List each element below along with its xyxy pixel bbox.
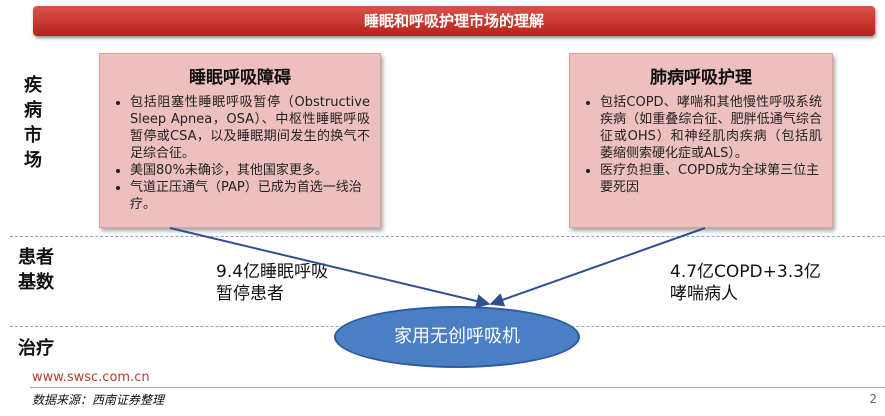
page-number: 2 xyxy=(869,392,877,406)
row-label-patient-base: 患者基数 xyxy=(18,247,54,293)
treatment-label: 家用无创呼吸机 xyxy=(394,326,520,347)
page-title: 睡眠和呼吸护理市场的理解 xyxy=(363,12,544,30)
footer-divider xyxy=(30,387,885,388)
patients-left: 9.4亿睡眠呼吸暂停患者 xyxy=(216,262,329,304)
patients-right: 4.7亿COPD+3.3亿哮喘病人 xyxy=(670,262,821,304)
row-divider-1 xyxy=(10,236,885,237)
arrow-left xyxy=(169,227,491,308)
lung-care-bullet: 包括COPD、哮喘和其他慢性呼吸系统疾病（如重叠综合征、肥胖低通气综合征或OHS… xyxy=(600,94,822,162)
lung-care-box: 肺病呼吸护理 包括COPD、哮喘和其他慢性呼吸系统疾病（如重叠综合征、肥胖低通气… xyxy=(569,53,833,228)
sleep-disorder-bullet: 美国80%未确诊，其他国家更多。 xyxy=(130,162,370,179)
sleep-disorder-title: 睡眠呼吸障碍 xyxy=(189,68,291,88)
page-title-banner: 睡眠和呼吸护理市场的理解 xyxy=(33,6,875,36)
row-label-treatment: 治疗 xyxy=(18,338,54,359)
sleep-disorder-list: 包括阻塞性睡眠呼吸暂停（Obstructive Sleep Apnea，OSA）… xyxy=(100,94,380,213)
sleep-disorder-bullet: 气道正压通气（PAP）已成为首选一线治疗。 xyxy=(130,179,370,213)
treatment-ellipse: 家用无创呼吸机 xyxy=(334,306,580,368)
lung-care-list: 包括COPD、哮喘和其他慢性呼吸系统疾病（如重叠综合征、肥胖低通气综合征或OHS… xyxy=(570,94,832,196)
sleep-disorder-bullet: 包括阻塞性睡眠呼吸暂停（Obstructive Sleep Apnea，OSA）… xyxy=(130,94,370,162)
sleep-disorder-box: 睡眠呼吸障碍 包括阻塞性睡眠呼吸暂停（Obstructive Sleep Apn… xyxy=(99,53,381,228)
data-source: 数据来源：西南证券整理 xyxy=(32,393,165,407)
lung-care-bullet: 医疗负担重、COPD成为全球第三位主要死因 xyxy=(600,162,822,196)
arrow-right xyxy=(489,227,706,307)
website-link[interactable]: www.swsc.com.cn xyxy=(32,370,150,385)
row-label-disease-market: 疾病市场 xyxy=(24,75,42,171)
lung-care-title: 肺病呼吸护理 xyxy=(650,68,752,88)
